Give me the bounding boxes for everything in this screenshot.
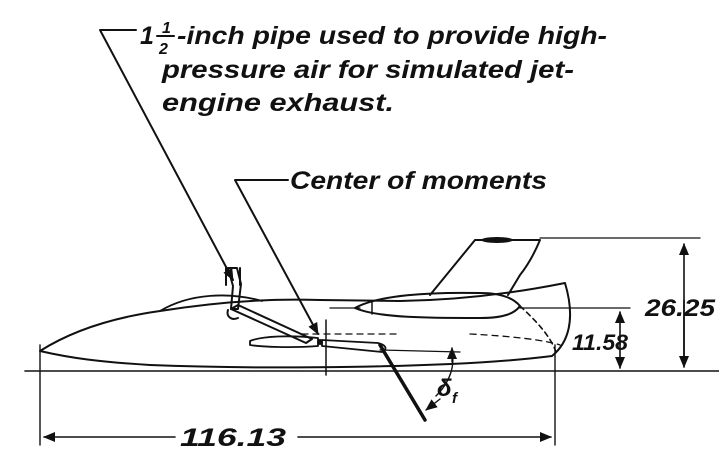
flap-section <box>321 339 387 353</box>
tail-height-value: 26.25 <box>644 295 716 322</box>
flap-reference-line <box>379 349 461 353</box>
center-of-moments-leader-line <box>234 179 319 335</box>
center-of-moments-point <box>317 339 323 345</box>
vertical-tail-tip-pod <box>481 237 513 243</box>
pipe-callout-line-1: -inch pipe used to provide high- <box>177 22 607 50</box>
pipe-callout-fraction-denominator: 2 <box>158 41 168 58</box>
fuselage-hidden-line <box>469 333 561 346</box>
tail-nacelle <box>354 291 521 319</box>
pipe-callout-fraction-numerator: 1 <box>162 20 171 37</box>
flap-deflection-line <box>378 343 427 422</box>
pipe-callout-line-2: pressure air for simulated jet- <box>161 56 574 84</box>
vertical-tail <box>429 239 541 296</box>
pipe-leader-line <box>99 29 234 281</box>
fuselage-outline <box>39 282 572 369</box>
tail-trailing-edge <box>519 305 557 353</box>
length-value: 116.13 <box>180 424 286 452</box>
canopy <box>159 294 263 312</box>
flap-angle-subscript: f <box>452 390 459 407</box>
pipe-vertical-section <box>227 267 242 310</box>
flap-angle-arrow-bottom <box>425 398 441 411</box>
nacelle-height-value: 11.58 <box>572 330 629 355</box>
pipe-elbow <box>226 309 239 320</box>
pipe-diagonal-section <box>230 304 313 344</box>
pipe-callout-whole-number: 1 <box>140 22 154 50</box>
flap-angle-symbol: δ <box>437 375 452 402</box>
pipe-callout-line-3: engine exhaust. <box>162 89 394 117</box>
wing-section <box>249 335 319 348</box>
center-of-moments-label: Center of moments <box>290 167 547 195</box>
